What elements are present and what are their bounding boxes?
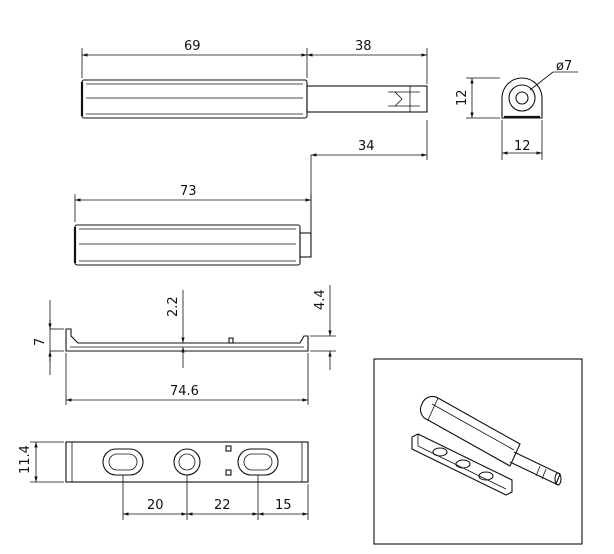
dim-label-hole-spacing-1: 20 [147, 498, 164, 513]
dim-label-plate-thickness: 2.2 [166, 296, 181, 317]
end-view [501, 77, 543, 119]
dim-label-width: 12 [514, 139, 531, 154]
dim-label-hole-spacing-2: 22 [214, 498, 231, 513]
dim-plate-width: 11.4 [18, 441, 64, 483]
dim-diameter: ø7 [529, 59, 578, 91]
dim-end-width: 12 [501, 120, 543, 160]
dim-hole-spacing: 20 22 15 [122, 475, 309, 520]
hole-center [173, 448, 201, 476]
dim-label-retracted-length: 73 [180, 184, 197, 199]
dim-plate-length: 74.6 [65, 353, 309, 405]
dim-retracted-length: 73 [74, 184, 312, 233]
isometric-view [373, 358, 583, 545]
dim-label-hole-offset: 15 [275, 498, 292, 513]
dim-label-diameter: ø7 [556, 59, 572, 74]
dim-plate-thickness: 2.2 [166, 290, 185, 368]
dim-label-clip-height: 4.4 [313, 289, 328, 310]
dim-end-height: 12 [455, 77, 500, 119]
dim-label-body-length: 69 [184, 39, 201, 54]
side-view-retracted [73, 224, 312, 266]
dim-side-height: 7 [33, 300, 64, 375]
dim-clip-height: 4.4 [310, 285, 336, 370]
dim-plunger-length: 38 [307, 39, 428, 84]
side-view-extended [80, 79, 428, 119]
dim-label-height: 12 [455, 89, 470, 106]
dim-label-plunger-length: 38 [355, 39, 372, 54]
dim-label-plate-width: 11.4 [18, 445, 33, 474]
dim-extended-length: 34 [310, 120, 428, 233]
dim-label-plate-length: 74.6 [170, 384, 199, 399]
dim-label-extended-length: 34 [358, 139, 375, 154]
dim-label-side-height: 7 [33, 338, 48, 346]
plate-side-view [65, 328, 309, 352]
dim-body-length: 69 [81, 39, 308, 78]
